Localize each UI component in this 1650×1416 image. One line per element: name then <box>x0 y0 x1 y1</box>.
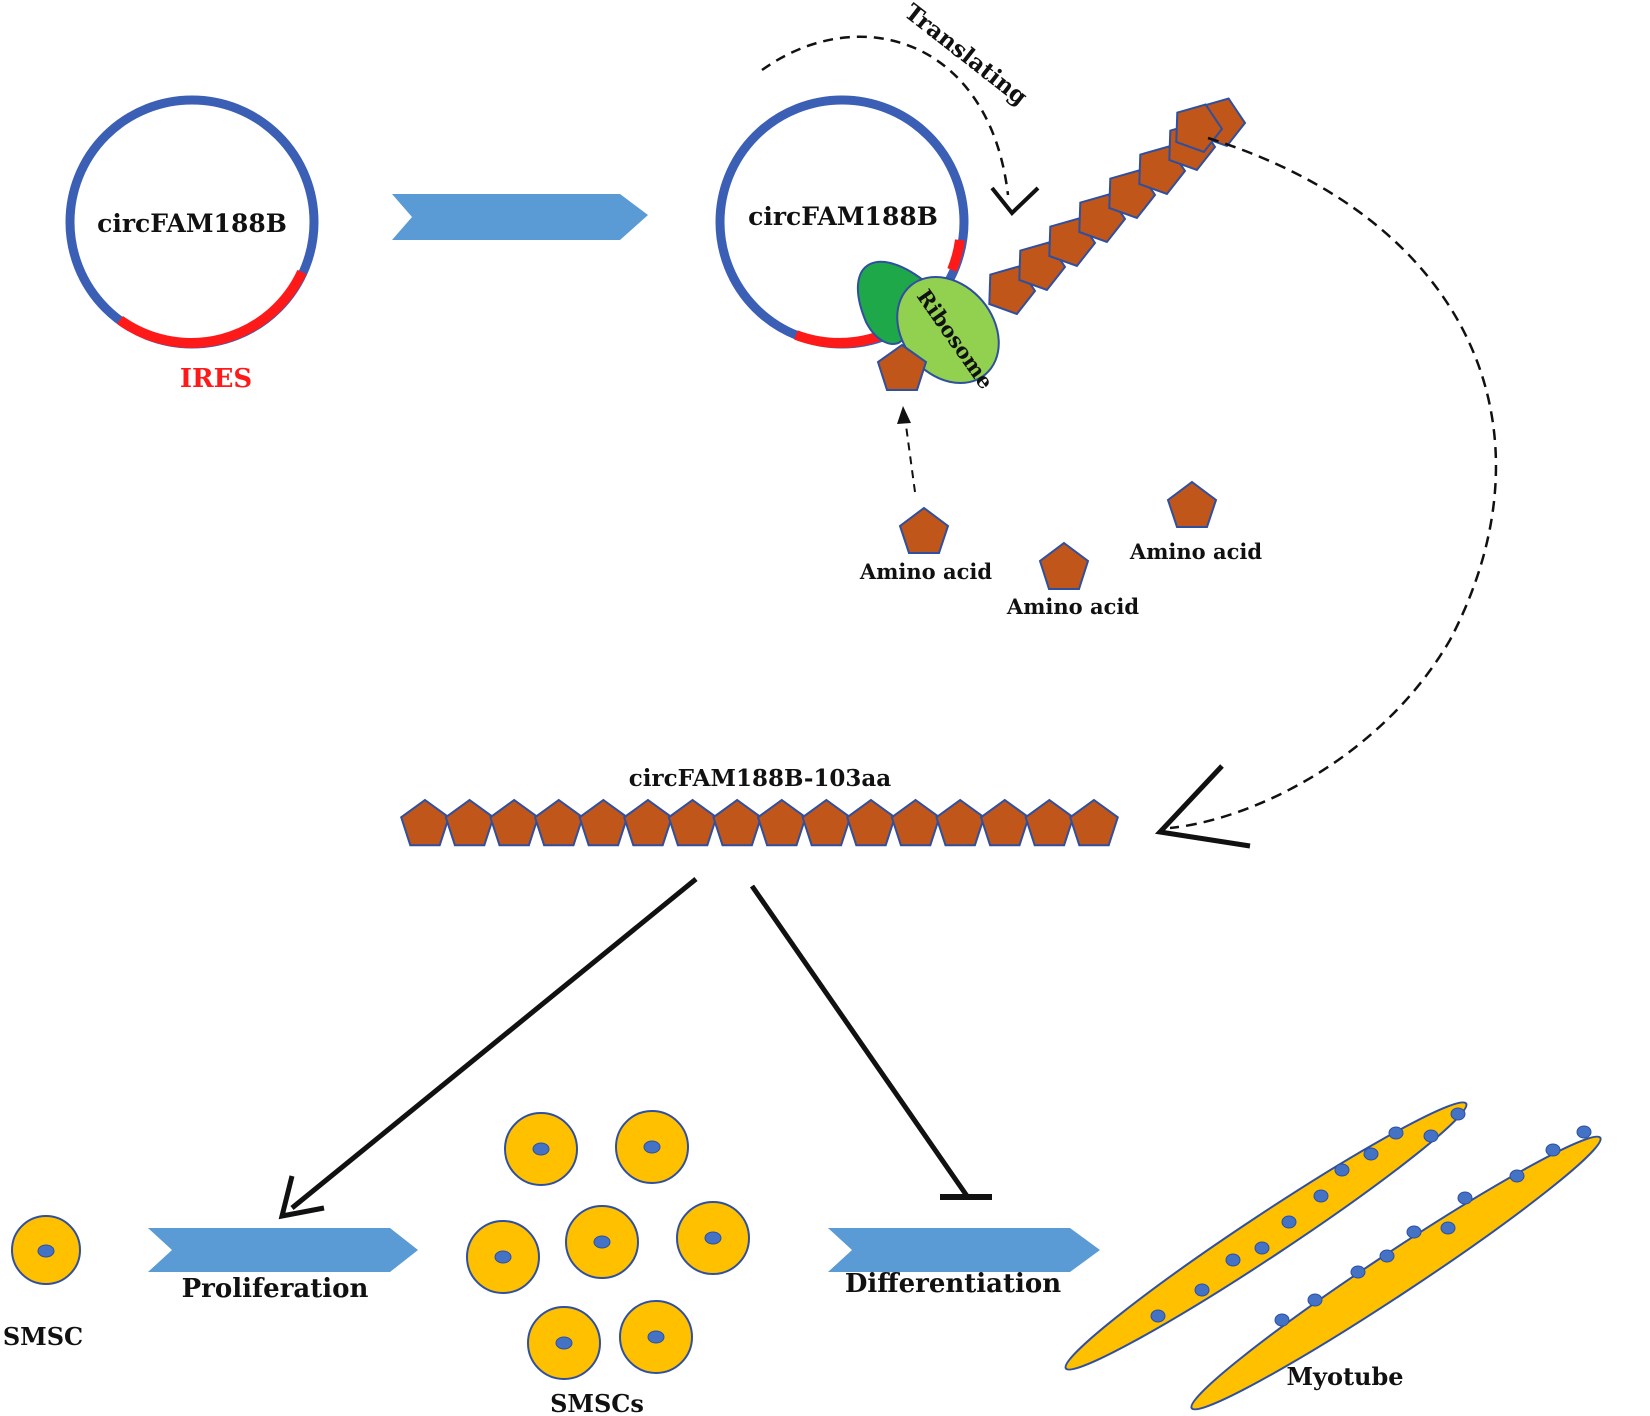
amino-acid <box>979 798 1030 847</box>
peptide-label: circFAM188B-103aa <box>629 765 891 792</box>
smsc-cell <box>11 1215 81 1285</box>
amino-acid-free-3 <box>1166 480 1218 528</box>
myotube-nucleus <box>1334 1163 1350 1177</box>
amino-acid <box>444 798 495 847</box>
smsc-cell <box>504 1112 578 1186</box>
myotube-nucleus <box>1313 1189 1329 1203</box>
promote-arrowhead <box>278 1175 325 1220</box>
myotube-nucleus <box>1406 1225 1422 1239</box>
smsc-cell <box>565 1205 639 1279</box>
circrna-left-label: circFAM188B <box>97 209 287 238</box>
myotube-nucleus <box>1225 1253 1241 1267</box>
amino-acid-free-2 <box>1038 541 1090 590</box>
smsc-cell <box>676 1201 750 1275</box>
myotube-nucleus <box>1545 1143 1561 1157</box>
circrna-right: circFAM188B <box>715 95 969 349</box>
circrna-right-label: circFAM188B <box>748 202 938 231</box>
amino-acid <box>489 798 540 847</box>
translating-arrow <box>761 35 1010 196</box>
smsc-label: SMSC <box>3 1322 83 1351</box>
amino-acid <box>1024 798 1075 847</box>
myotube-nucleus <box>1307 1293 1323 1307</box>
smscs-cluster <box>466 1110 750 1380</box>
translating-arrowhead <box>990 186 1040 216</box>
ribosome: Ribosome <box>856 260 1000 394</box>
myotube-lower <box>1190 1125 1602 1411</box>
amino-supply-arrowhead <box>897 406 911 424</box>
amino-acid-label-2: Amino acid <box>1006 594 1139 619</box>
myotube-nucleus <box>1450 1107 1466 1121</box>
peptide-chain <box>400 798 1119 847</box>
proliferation-label: Proliferation <box>182 1274 369 1304</box>
myotube-nucleus <box>1274 1313 1290 1327</box>
myotube-nucleus <box>1281 1215 1297 1229</box>
translating-label: Translating <box>899 0 1032 111</box>
inhibit-line <box>749 884 970 1198</box>
amino-acid <box>756 798 807 847</box>
myotube-nucleus <box>1379 1249 1395 1263</box>
myotube-nucleus <box>1388 1126 1404 1140</box>
amino-acid-free-1 <box>898 506 950 554</box>
amino-acid-incoming <box>876 343 928 391</box>
release-curve <box>1169 136 1498 830</box>
myotube-nucleus <box>1576 1125 1592 1139</box>
smsc-cell <box>619 1300 693 1374</box>
amino-acid <box>578 798 629 847</box>
myotube-nucleus <box>1440 1221 1456 1235</box>
amino-acid <box>667 798 718 847</box>
myotube-nucleus <box>1509 1169 1525 1183</box>
differentiation-label: Differentiation <box>845 1269 1061 1299</box>
myotube-upper <box>1064 1101 1468 1371</box>
promote-arrow <box>290 877 698 1210</box>
myotube-nucleus <box>1350 1265 1366 1279</box>
amino-acid <box>801 798 852 847</box>
amino-acid <box>935 798 986 847</box>
myotube-nucleus <box>1254 1241 1270 1255</box>
amino-acid <box>533 798 584 847</box>
myotube-nucleus <box>1194 1283 1210 1297</box>
amino-acid <box>846 798 896 847</box>
process-arrow-top <box>392 194 648 240</box>
amino-acid-label-3: Amino acid <box>1129 539 1262 564</box>
amino-acid <box>1069 798 1119 847</box>
circrna-left: circFAM188B <box>65 95 319 349</box>
myotube-nucleus <box>1363 1147 1379 1161</box>
amino-acid <box>712 798 763 847</box>
myotube-nucleus <box>1150 1309 1166 1323</box>
proliferation-arrow <box>148 1228 418 1272</box>
smsc-cell <box>527 1306 601 1380</box>
amino-acid-label-1: Amino acid <box>859 559 992 584</box>
myotube-label: Myotube <box>1286 1362 1403 1391</box>
amino-acid <box>890 798 941 847</box>
myotube-nucleus <box>1457 1191 1473 1205</box>
smscs-label: SMSCs <box>550 1389 644 1416</box>
release-arrowhead <box>1154 764 1251 849</box>
amino-supply-arrow <box>904 417 916 493</box>
amino-acid <box>400 798 450 847</box>
smsc-cell <box>466 1220 540 1294</box>
myotube-nucleus <box>1423 1129 1439 1143</box>
amino-acid <box>623 798 673 847</box>
ires-label: IRES <box>180 364 252 394</box>
growing-peptide-chain <box>988 97 1247 316</box>
differentiation-arrow <box>828 1228 1100 1272</box>
smsc-cell <box>615 1110 689 1184</box>
